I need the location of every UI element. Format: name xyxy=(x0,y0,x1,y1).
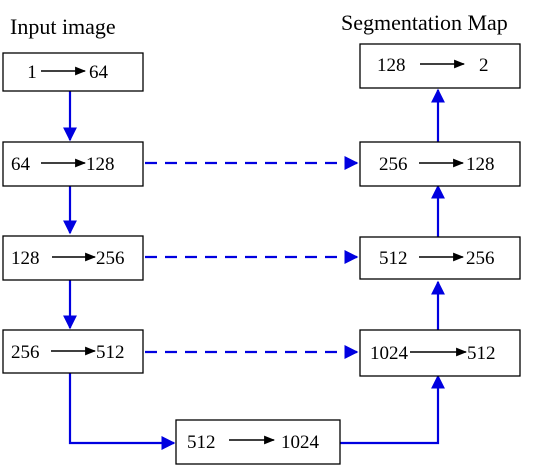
encoder-block-4-out: 512 xyxy=(96,342,125,363)
encoder-block-3-out: 256 xyxy=(96,248,125,269)
decoder-block-4-in: 128 xyxy=(377,55,406,76)
decoder-block-2: 512 256 xyxy=(359,236,521,280)
encoder-block-1: 1 64 xyxy=(2,52,144,92)
decoder-block-3-in: 256 xyxy=(379,154,408,175)
encoder-block-2: 64 128 xyxy=(2,141,144,187)
encoder-block-4: 256 512 xyxy=(2,329,144,374)
segmentation-map-title: Segmentation Map xyxy=(341,10,508,35)
bottleneck-to-decoder-arrow xyxy=(340,374,445,445)
decoder-block-3-out: 128 xyxy=(466,154,495,175)
input-image-title: Input image xyxy=(10,14,116,39)
encoder-block-1-in: 1 xyxy=(27,62,37,83)
decoder-block-4: 128 2 xyxy=(359,43,521,89)
bottleneck-block: 512 1024 xyxy=(175,419,341,465)
decoder-block-4-out: 2 xyxy=(479,55,489,76)
decoder-block-2-out: 256 xyxy=(466,248,495,269)
encoder-block-2-out: 128 xyxy=(86,154,115,175)
decoder-block-1-out: 512 xyxy=(467,343,496,364)
encoder-block-1-out: 64 xyxy=(89,62,109,83)
decoder-block-3: 256 128 xyxy=(359,141,521,187)
encoder-block-3-in: 128 xyxy=(11,248,40,269)
encoder-block-2-in: 64 xyxy=(11,154,31,175)
bottleneck-in: 512 xyxy=(187,432,216,453)
encoder-to-bottleneck-arrow xyxy=(68,373,176,450)
bottleneck-out: 1024 xyxy=(281,432,320,453)
decoder-block-2-in: 512 xyxy=(379,248,408,269)
encoder-block-3: 128 256 xyxy=(2,235,144,281)
encoder-block-4-in: 256 xyxy=(11,342,40,363)
decoder-block-1-in: 1024 xyxy=(370,343,409,364)
decoder-block-1: 1024 512 xyxy=(359,329,521,377)
